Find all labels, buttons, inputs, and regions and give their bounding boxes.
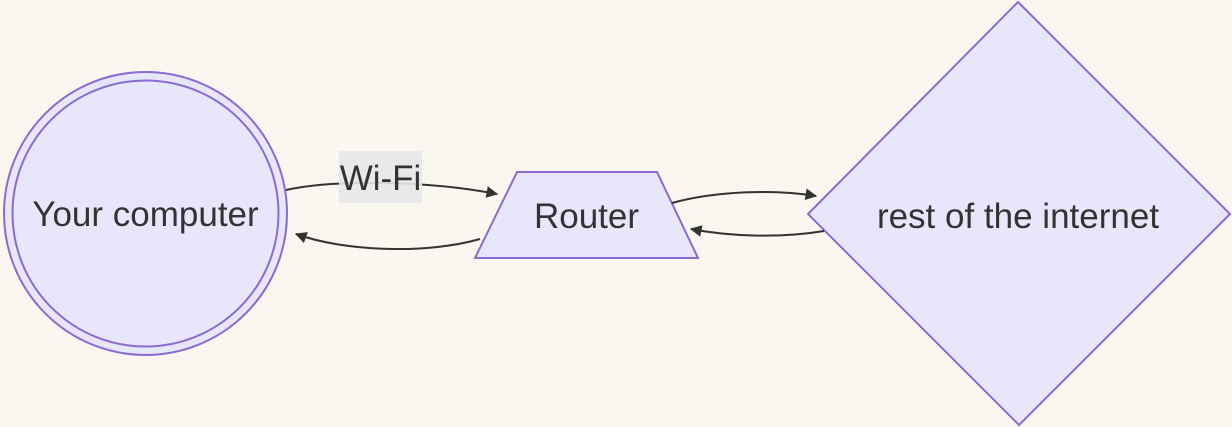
edge-internet-to-router: [689, 225, 825, 237]
diamond-shape: [806, 0, 1232, 427]
node-router-label: Router: [534, 197, 639, 236]
node-rest-of-internet: [806, 0, 1232, 427]
edge-router-to-internet: [671, 188, 818, 204]
edge-label-wifi: Wi-Fi: [339, 151, 422, 203]
edge-label-background: [339, 151, 422, 203]
trapezoid-shape: [473, 171, 700, 259]
node-rest-of-internet-label: rest of the internet: [877, 197, 1159, 236]
edge-router-to-computer: [294, 232, 481, 250]
double-circle-outer: [3, 71, 288, 356]
edge-label-wifi-text: Wi-Fi: [340, 159, 422, 198]
node-your-computer-label: Your computer: [32, 195, 259, 234]
double-circle-inner: [11, 79, 280, 348]
node-router: [473, 171, 700, 259]
node-your-computer: [3, 71, 288, 356]
